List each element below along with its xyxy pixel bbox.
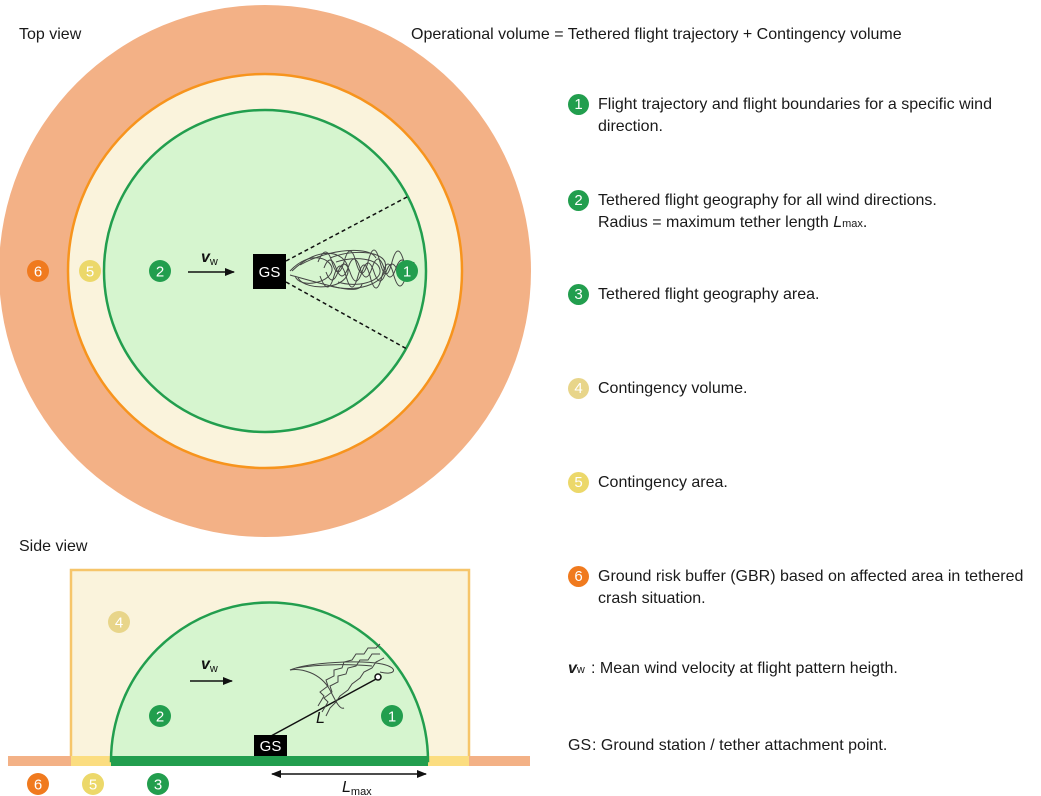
marker-1-side: [381, 705, 403, 727]
marker-4-side: [108, 611, 130, 633]
flight-trajectory-top: [289, 249, 415, 290]
legend-badge-1: 1: [568, 94, 589, 115]
marker-5-top: [79, 260, 101, 282]
marker-3-side-label: 3: [154, 777, 162, 794]
tether-length-label: L: [316, 710, 325, 727]
flight-geography-dome: [109, 601, 430, 763]
ground-station-label-side: GS: [260, 738, 282, 755]
marker-4-side-label: 4: [115, 615, 123, 632]
marker-5-side: [82, 773, 104, 795]
ground-station-box-top: [253, 254, 286, 289]
legend-text-2: Tethered flight geography for all wind d…: [598, 190, 1038, 235]
marker-5-side-label: 5: [89, 777, 97, 794]
wind-label-top: vw: [201, 249, 218, 268]
marker-2-top: [149, 260, 171, 282]
wind-label-side: vw: [201, 656, 218, 675]
ground-risk-buffer-strip-right: [469, 756, 530, 766]
marker-3-side: [147, 773, 169, 795]
legend-badge-3: 3: [568, 284, 589, 305]
contingency-strip-left: [71, 756, 111, 766]
flight-boundary-line-lower: [285, 281, 408, 350]
legend-badge-2: 2: [568, 190, 589, 211]
legend-badge-4: 4: [568, 378, 589, 399]
legend-text-5: Contingency area.: [598, 474, 728, 491]
legend-text-6: Ground risk buffer (GBR) based on affect…: [598, 568, 1024, 607]
legend-text-4: Contingency volume.: [598, 380, 748, 397]
marker-6-side: [27, 773, 49, 795]
top-view: GS vw 1 2 5 6: [0, 5, 531, 537]
legend-text-3: Tethered flight geography area.: [598, 286, 820, 303]
flight-boundary-line-upper: [285, 196, 408, 262]
marker-2-side: [149, 705, 171, 727]
ground-station-label-top: GS: [259, 264, 281, 281]
lmax-label: Lmax: [342, 779, 372, 796]
marker-1-top-label: 1: [403, 264, 411, 281]
legend-text-1: Flight trajectory and flight boundaries …: [598, 96, 992, 135]
note-gs-text: : Ground station / tether attachment poi…: [592, 737, 888, 754]
contingency-strip-right: [428, 756, 469, 766]
marker-6-top: [27, 260, 49, 282]
marker-6-top-label: 6: [34, 264, 42, 281]
marker-2-top-label: 2: [156, 264, 164, 281]
marker-2-side-label: 2: [156, 709, 164, 726]
side-view-heading: Side view: [19, 538, 88, 555]
legend-badge-6: 6: [568, 566, 589, 587]
side-view: GS L vw Lmax 4 2 1 6 5 3: [8, 568, 530, 796]
note-wind-symbol: vw: [568, 660, 585, 677]
note-gs-label: GS: [568, 737, 592, 754]
marker-1-side-label: 1: [388, 709, 396, 726]
note-wind-text: : Mean wind velocity at flight pattern h…: [591, 660, 898, 677]
flight-trajectory-side: [289, 643, 394, 717]
flight-geography-ground-strip: [111, 756, 428, 766]
legend-text-2-line1: Tethered flight geography for all wind d…: [598, 192, 937, 209]
kite-attachment-point: [374, 673, 382, 681]
top-view-heading: Top view: [19, 26, 82, 43]
legend-badge-5: 5: [568, 472, 589, 493]
marker-1-top: [396, 260, 418, 282]
marker-5-top-label: 5: [86, 264, 94, 281]
operational-volume-heading: Operational volume = Tethered flight tra…: [411, 26, 902, 43]
ground-station-box-side: [254, 735, 287, 756]
legend-text-2-line2: Radius = maximum tether length Lmax.: [598, 214, 868, 231]
ground-risk-buffer-strip-left: [8, 756, 71, 766]
marker-6-side-label: 6: [34, 777, 42, 794]
